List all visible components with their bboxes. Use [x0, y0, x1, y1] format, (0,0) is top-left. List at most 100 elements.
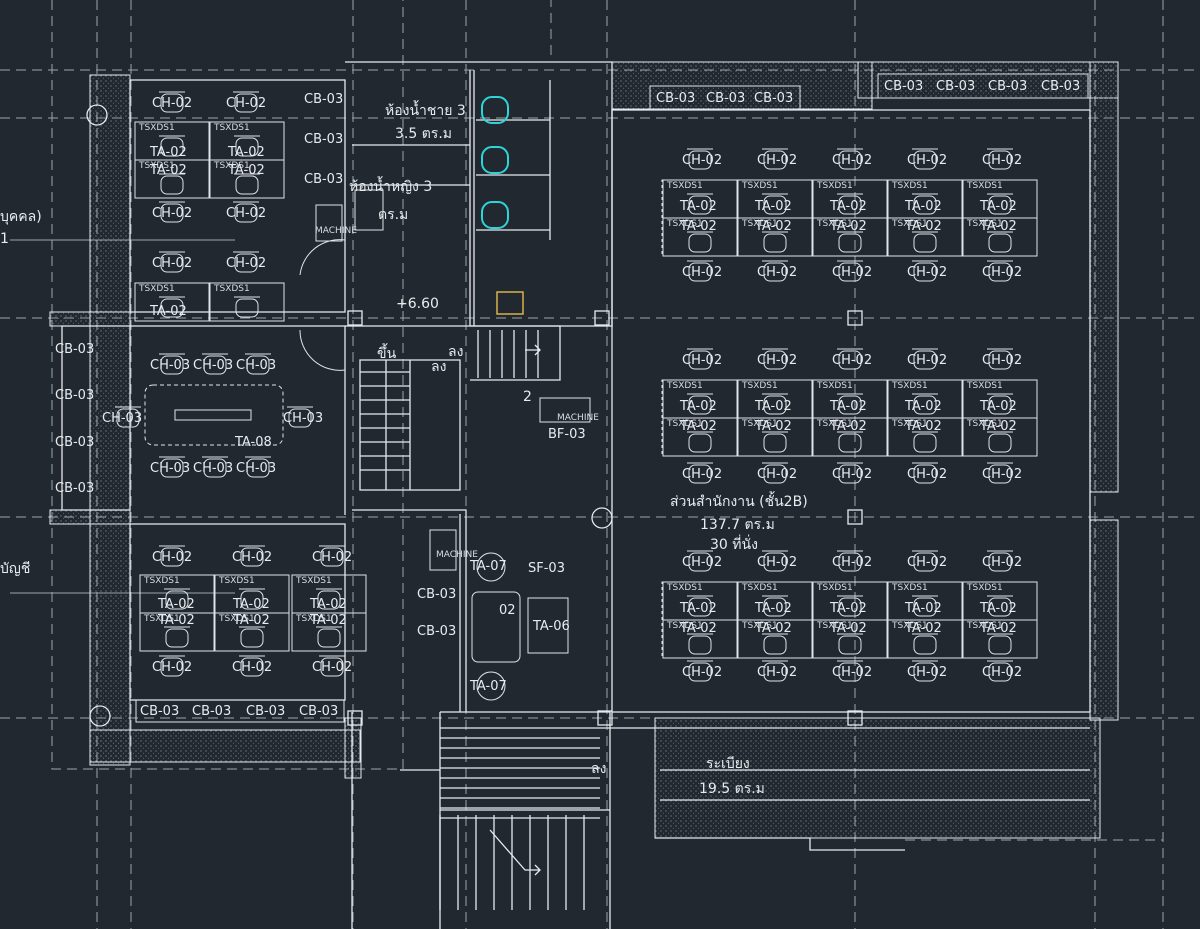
- chair-tag: CH-02: [232, 660, 273, 675]
- chair: [838, 150, 862, 170]
- desk-code-tag: TSXDS1: [667, 419, 703, 429]
- chair: [240, 590, 264, 610]
- table-tag: TA-02: [830, 219, 867, 234]
- chair: [988, 233, 1012, 253]
- machine-icon: [539, 397, 591, 423]
- desk-code-tag: TSXDS1: [892, 381, 928, 391]
- chair-tag: CH-02: [982, 555, 1023, 570]
- desk-code-tag: TSXDS1: [817, 583, 853, 593]
- chair: [320, 657, 344, 677]
- desk-code-tag: TSXDS1: [214, 284, 250, 294]
- chair-tag: CH-02: [757, 467, 798, 482]
- desk-code-tag: TSXDS1: [967, 621, 1003, 631]
- chair-tag: CH-02: [832, 353, 873, 368]
- table-tag: TA-02: [980, 219, 1017, 234]
- table-tag: TA-02: [905, 621, 942, 636]
- chair-tag: CH-03: [193, 461, 234, 476]
- chair: [838, 233, 862, 253]
- table-tag: TA-02: [228, 163, 265, 178]
- desk: [209, 159, 285, 199]
- chair: [116, 408, 140, 428]
- sofa-tag: 02: [499, 603, 516, 618]
- chair: [160, 203, 184, 223]
- chair: [838, 433, 862, 453]
- door-swing: [299, 239, 346, 371]
- chair: [160, 355, 184, 375]
- chair: [160, 458, 184, 478]
- toilet-female-name: ห้องน้ำหญิง 3: [349, 179, 433, 195]
- column-square: [847, 710, 863, 726]
- table-tag: TA-07: [470, 559, 507, 574]
- chair-tag: CH-02: [152, 660, 193, 675]
- chair: [913, 195, 937, 215]
- cabinet-tag: CB-03: [55, 342, 95, 357]
- chair-tag: CH-02: [832, 665, 873, 680]
- chair-tag: CH-03: [236, 358, 277, 373]
- desk: [209, 282, 285, 322]
- column-square: [347, 710, 363, 726]
- chair: [688, 195, 712, 215]
- stair-up-label: ขึ้น: [377, 346, 397, 362]
- table-tag: TA-02: [150, 145, 187, 160]
- chair: [913, 150, 937, 170]
- hatched-wall: [49, 509, 131, 525]
- table-tag: TA-02: [830, 621, 867, 636]
- desk-cluster-outline: [661, 179, 1038, 257]
- desk-code-tag: TSXDS1: [667, 381, 703, 391]
- chair-tag: CH-02: [982, 265, 1023, 280]
- hatched-wall: [857, 61, 1119, 99]
- cabinet-row: [649, 85, 801, 111]
- chair-tag: CH-02: [757, 265, 798, 280]
- stair-arrow: [525, 344, 541, 356]
- wall-outline: [476, 80, 551, 240]
- chair: [913, 350, 937, 370]
- chair: [234, 253, 258, 273]
- chair: [160, 175, 184, 195]
- wall-outline: [352, 509, 467, 712]
- table-tag: TA-02: [680, 399, 717, 414]
- chair-tag: CH-02: [152, 550, 193, 565]
- desk: [134, 282, 210, 322]
- chair: [913, 662, 937, 682]
- desk-code-tag: TSXDS1: [742, 219, 778, 229]
- chair: [988, 262, 1012, 282]
- chair-tag: CH-02: [757, 153, 798, 168]
- chair-tag: CH-02: [757, 555, 798, 570]
- chair: [838, 662, 862, 682]
- desk-code-tag: TSXDS1: [967, 381, 1003, 391]
- desk: [291, 612, 367, 652]
- cabinet-tag: CB-03: [417, 624, 457, 639]
- table-tag: TA-02: [310, 597, 347, 612]
- chair-tag: CH-02: [152, 206, 193, 221]
- chair: [913, 233, 937, 253]
- chair: [913, 464, 937, 484]
- desk-code-tag: TSXDS1: [667, 181, 703, 191]
- desk-code-tag: TSXDS1: [296, 576, 332, 586]
- boundary-line: [51, 0, 404, 770]
- table-tag: TA-06: [533, 619, 570, 634]
- chair: [203, 355, 227, 375]
- hatched-wall: [1089, 61, 1119, 493]
- table-tag: TA-02: [150, 304, 187, 319]
- table-tag: TA-02: [755, 399, 792, 414]
- chair: [240, 657, 264, 677]
- round-table: [476, 552, 506, 582]
- chair: [203, 458, 227, 478]
- table-tag: TA-02: [680, 219, 717, 234]
- chair-tag: CH-02: [757, 665, 798, 680]
- desk-code-tag: TSXDS1: [219, 576, 255, 586]
- chair: [988, 662, 1012, 682]
- column-round: [86, 104, 108, 126]
- chair-tag: CH-02: [832, 467, 873, 482]
- number-2: 2: [523, 389, 532, 405]
- desk-code-tag: TSXDS1: [892, 181, 928, 191]
- chair-tag: CH-03: [150, 461, 191, 476]
- chair: [688, 597, 712, 617]
- left-cut-label-2: 1: [0, 231, 9, 247]
- chair-tag: CH-02: [226, 256, 267, 271]
- desk-code-tag: TSXDS1: [967, 419, 1003, 429]
- fixtures: [299, 96, 591, 571]
- desk: [139, 612, 215, 652]
